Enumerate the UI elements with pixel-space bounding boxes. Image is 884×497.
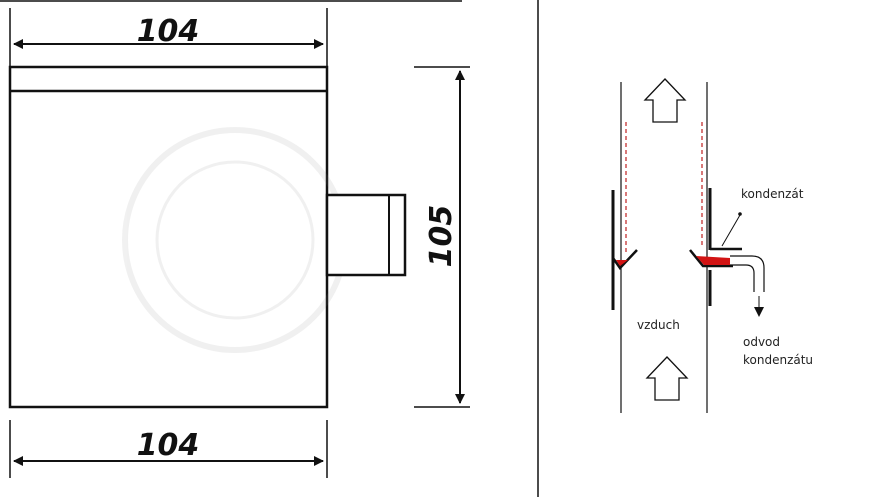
condensate-schematic: kondenzát vzduch odvod kondenzátu bbox=[611, 78, 813, 413]
side-outlet bbox=[325, 193, 407, 277]
dim-right-label: 105 bbox=[424, 205, 459, 268]
drain-pipe-inner bbox=[730, 264, 755, 292]
condensate-drop-left bbox=[616, 260, 628, 266]
condensate-pool-right bbox=[696, 256, 730, 265]
drain-label-line1: odvod bbox=[743, 335, 780, 349]
condensate-pointer bbox=[721, 214, 741, 247]
airflow-up-arrow-top bbox=[643, 78, 687, 123]
drain-label-line2: kondenzátu bbox=[743, 353, 813, 367]
device-body bbox=[8, 65, 329, 409]
drain-pipe-outer bbox=[730, 255, 765, 292]
condensate-label: kondenzát bbox=[741, 187, 804, 201]
collector-lip-right bbox=[689, 249, 733, 268]
airflow-up-arrow-bottom bbox=[645, 356, 689, 401]
technical-drawing: 104 105 104 bbox=[0, 0, 470, 478]
top-dimension: 104 bbox=[9, 8, 328, 68]
right-dimension: 105 bbox=[414, 66, 470, 408]
dim-bottom-label: 104 bbox=[137, 428, 200, 463]
air-label: vzduch bbox=[637, 318, 680, 332]
collector-lip-left bbox=[611, 249, 638, 270]
bottom-dimension: 104 bbox=[9, 420, 328, 478]
pointer-dot bbox=[738, 212, 742, 216]
dim-top-label: 104 bbox=[137, 14, 200, 49]
